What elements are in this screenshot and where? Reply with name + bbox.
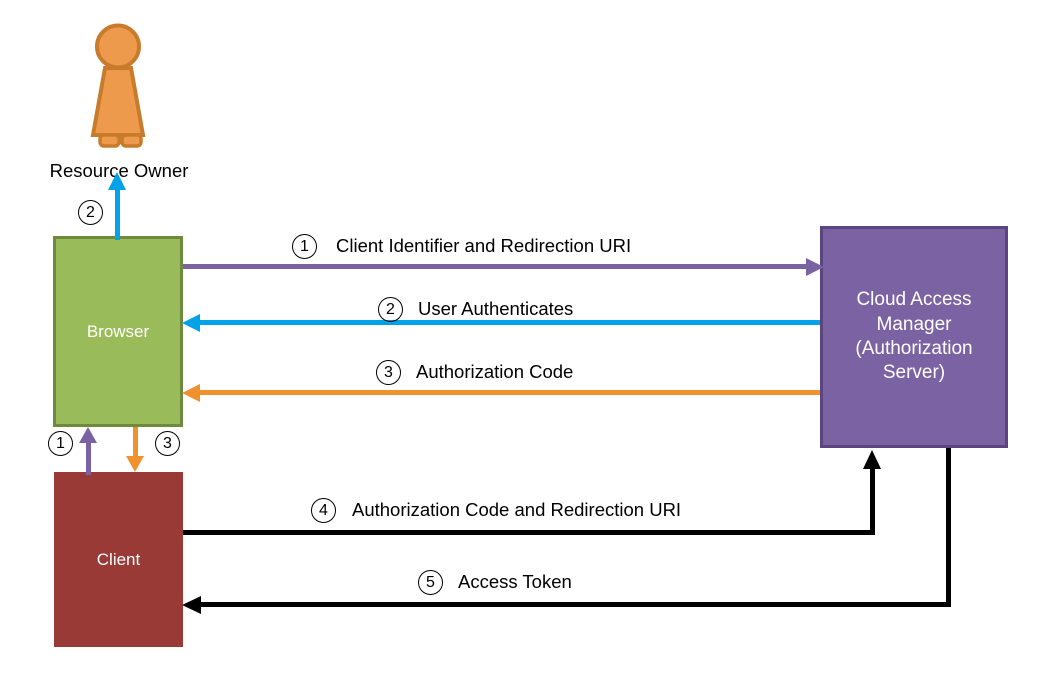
flow-4-arrowhead (863, 450, 881, 469)
flow-3-arrowhead (182, 383, 200, 402)
flow-1-line (183, 264, 810, 269)
flow-4-line-vertical (870, 468, 875, 535)
cloud-access-manager-node[interactable]: Cloud Access Manager (Authorization Serv… (820, 226, 1008, 448)
flow-5-line-horizontal (200, 602, 951, 607)
step-badge-1: 1 (292, 234, 317, 259)
flow-3-label: Authorization Code (416, 361, 574, 382)
flow-5-label: Access Token (458, 571, 572, 592)
client-node[interactable]: Client (54, 472, 183, 647)
flow-3-side-arrowhead (126, 456, 144, 472)
step-badge-2: 2 (378, 297, 403, 322)
flow-2-arrowhead (182, 313, 200, 332)
step-badge-3: 3 (376, 360, 401, 385)
flow-3-line (200, 390, 820, 395)
cam-label-line-1: Cloud Access (856, 289, 972, 311)
step-badge-2-side: 2 (78, 200, 103, 225)
step-badge-5: 5 (418, 570, 443, 595)
flow-2-line (200, 320, 820, 325)
flow-5-line-vertical (946, 448, 951, 607)
resource-owner-label: Resource Owner (49, 160, 189, 181)
flow-4-line-horizontal (183, 530, 875, 535)
flow-2-side-arrowhead (108, 172, 126, 190)
step-badge-3-side: 3 (155, 431, 180, 456)
flow-1-side-arrowhead (79, 427, 97, 443)
flow-1-label: Client Identifier and Redirection URI (336, 235, 632, 256)
flow-1-arrowhead (806, 257, 824, 276)
flow-3-side-line (133, 427, 138, 458)
browser-node[interactable]: Browser (53, 236, 183, 427)
browser-node-label: Browser (86, 321, 150, 341)
flow-1-side-line (86, 441, 91, 475)
flow-2-label: User Authenticates (418, 298, 574, 319)
person-icon (90, 23, 146, 148)
flow-5-arrowhead (182, 595, 201, 614)
client-node-label: Client (96, 549, 141, 569)
flow-4-label: Authorization Code and Redirection URI (352, 499, 682, 520)
cam-label-line-4: Server) (882, 362, 946, 384)
step-badge-4: 4 (311, 498, 336, 523)
cam-label-line-3: (Authorization (855, 338, 973, 359)
flow-2-side-line (115, 188, 120, 240)
cam-label-line-2: Manager (876, 313, 952, 335)
step-badge-1-side: 1 (48, 431, 73, 456)
